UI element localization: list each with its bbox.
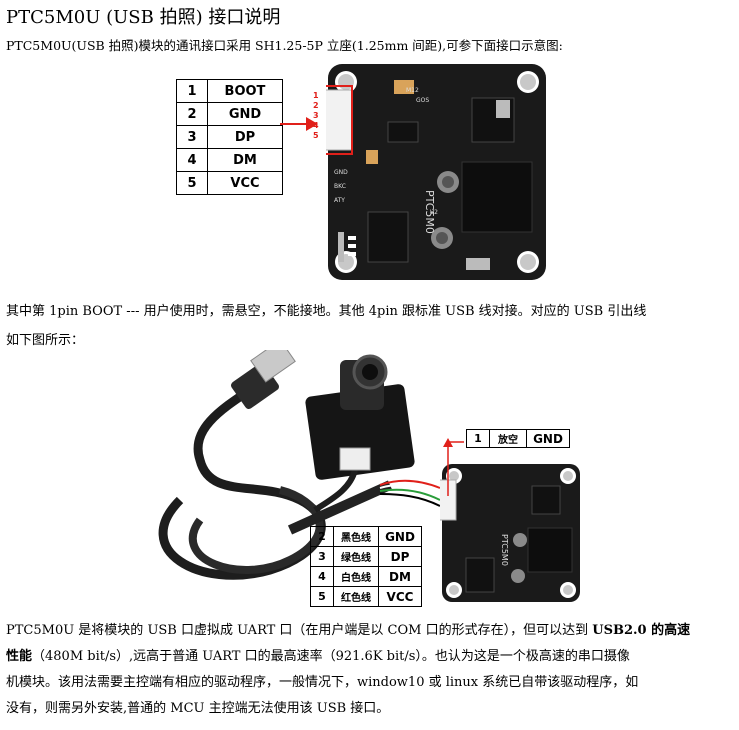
usb-cable-camera-image [158,350,441,580]
board-model-label: PTC5M0 [423,190,436,234]
svg-text:PTC5M0: PTC5M0 [500,534,509,566]
svg-text:GOS: GOS [416,97,429,104]
svg-text:BKC: BKC [334,183,346,190]
svg-text:V2: V2 [430,209,438,216]
intro-text: PTC5M0U(USB 拍照)模块的通讯接口采用 SH1.25-5P 立座(1.… [6,38,563,53]
description-line-1: 其中第 1pin BOOT --- 用户使用时，需悬空，不能接地。其他 4pin… [6,304,647,319]
svg-text:M12: M12 [406,87,419,94]
page-title: PTC5M0U (USB 拍照) 接口说明 [6,7,281,28]
pcb-board-image-2: PTC5M0 [440,464,580,602]
pointer-arrow-2 [443,438,464,496]
body-paragraph: PTC5M0U 是将模块的 USB 口虚拟成 UART 口（在用户端是以 COM… [6,623,691,716]
svg-text:GND: GND [334,169,348,176]
svg-text:ATY: ATY [334,197,345,204]
pcb-board-image: PTC5M0 GND BKC ATY M12 GOS V2 [326,64,546,280]
pointer-arrow [280,117,318,131]
connector-pin-numbers: 1 2 3 4 5 [313,91,319,140]
description-line-2: 如下图所示： [6,333,85,348]
